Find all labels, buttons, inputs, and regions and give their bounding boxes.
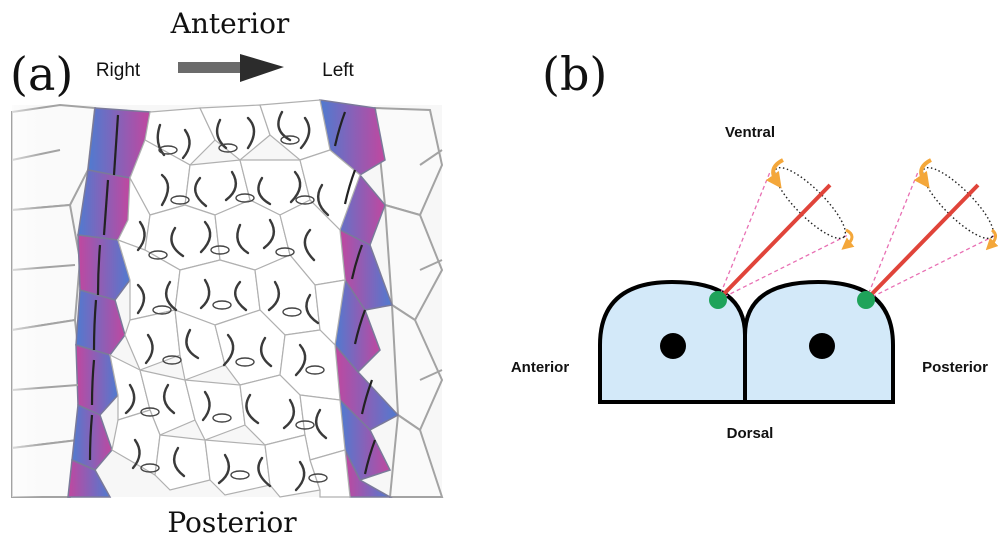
dorsal-label: Dorsal [727,425,774,442]
right-boundary-cells [67,107,151,498]
panel-a: (a) Anterior Posterior Right Left [10,7,444,537]
right-side-label: Right [96,60,141,81]
anterior-label: Anterior [511,359,570,376]
panel-b: (b) Ventral Dorsal Anterior Posterior [511,47,999,442]
basal-body [709,291,727,309]
cilium-posterior [857,158,999,309]
ciliated-cell-posterior [743,279,895,404]
rotation-marks [140,135,328,483]
rotation-arrow-icon [985,228,999,251]
anterior-direction-arrow [178,54,284,82]
ciliated-cell-anterior [598,279,747,404]
ventral-label: Ventral [725,124,775,141]
panel-a-posterior-label: Posterior [167,506,297,537]
panel-a-label: (a) [10,47,73,101]
posterior-label: Posterior [922,359,988,376]
panel-a-anterior-label: Anterior [170,7,290,40]
left-side-label: Left [322,60,354,81]
cilium-anterior [709,158,855,309]
boundary-cilia [88,111,377,475]
basal-body [857,291,875,309]
cilia [124,110,330,492]
rotation-arrow-icon [841,228,855,250]
nucleus [660,333,686,359]
panel-b-label: (b) [542,47,607,101]
rotation-arrow-icon [765,158,784,189]
central-cells [109,99,361,498]
nucleus [809,333,835,359]
epidermal-tissue [11,99,444,498]
rotation-arrow-icon [913,158,932,189]
